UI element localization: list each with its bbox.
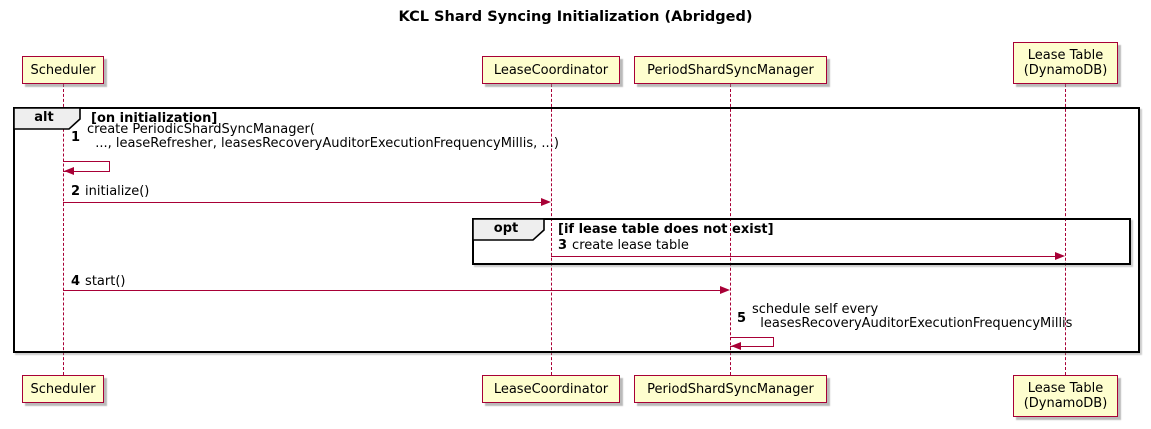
message-3-text: create lease table [572, 238, 689, 253]
participant-lease-coordinator-top: LeaseCoordinator [482, 56, 620, 84]
message-2-arrowhead [541, 198, 551, 206]
diagram-title: KCL Shard Syncing Initialization (Abridg… [398, 9, 753, 25]
message-1-self-arrow [63, 161, 110, 172]
alt-frame-label-pentagon [13, 107, 81, 130]
participant-scheduler-top: Scheduler [22, 56, 104, 84]
lifeline-lease-table [1065, 84, 1066, 375]
lifeline-lease-coordinator [551, 84, 552, 375]
message-4-number: 4 [71, 274, 81, 289]
message-1-label: create PeriodicShardSyncManager( ..., le… [87, 122, 559, 151]
message-2-line [63, 202, 541, 203]
message-2-text: initialize() [85, 184, 150, 199]
participant-lease-table-bottom: Lease Table (DynamoDB) [1013, 375, 1118, 417]
message-2-number: 2 [71, 184, 81, 199]
message-4-label: 4 start() [71, 275, 125, 289]
message-5-arrowhead [731, 342, 741, 350]
alt-frame: alt [on initialization] [13, 107, 1140, 353]
message-3-arrowhead [1055, 252, 1065, 260]
message-2-label: 2 initialize() [71, 185, 149, 199]
opt-frame-label-pentagon [472, 218, 545, 241]
participant-scheduler-bottom: Scheduler [22, 375, 104, 403]
message-1-number: 1 [71, 130, 81, 145]
participant-period-shard-sync-manager-top: PeriodShardSyncManager [634, 56, 827, 84]
opt-guard-label: [if lease table does not exist] [558, 222, 774, 237]
message-3-line [551, 256, 1055, 257]
message-3-number: 3 [558, 238, 568, 253]
participant-period-shard-sync-manager-bottom: PeriodShardSyncManager [634, 375, 827, 403]
message-4-line [63, 290, 720, 291]
opt-operator-label: opt [493, 221, 519, 236]
opt-frame: opt [if lease table does not exist] [472, 218, 1131, 265]
message-5-self-arrow [730, 337, 774, 347]
message-5-number: 5 [737, 311, 747, 326]
lifeline-scheduler [63, 84, 64, 375]
message-1-arrowhead [64, 167, 74, 175]
alt-operator-label: alt [34, 110, 54, 125]
participant-lease-coordinator-bottom: LeaseCoordinator [482, 375, 620, 403]
lifeline-period-shard-sync-manager [730, 84, 731, 375]
message-4-text: start() [85, 274, 126, 289]
message-4-arrowhead [720, 286, 730, 294]
participant-lease-table-top: Lease Table (DynamoDB) [1013, 42, 1118, 84]
message-3-label: 3 create lease table [558, 239, 689, 253]
message-5-label: schedule self every leasesRecoveryAudito… [752, 302, 1073, 331]
alt-guard-label: [on initialization] [91, 111, 218, 126]
